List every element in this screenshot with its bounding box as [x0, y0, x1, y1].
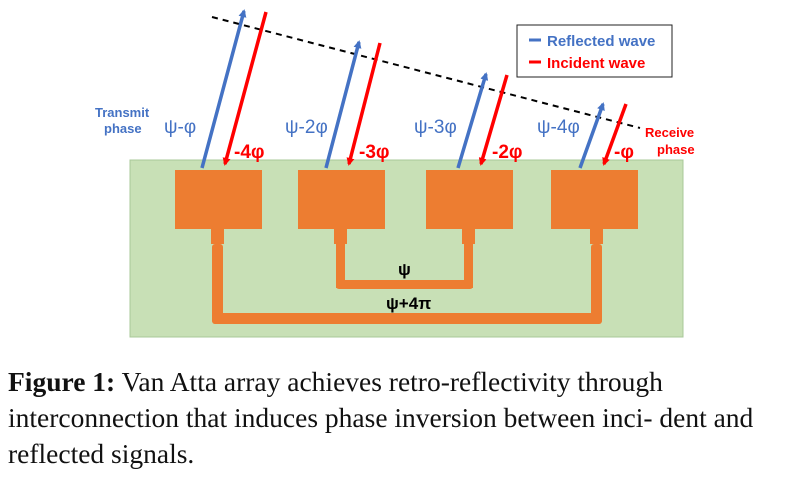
feed-stub-1	[211, 228, 224, 244]
transmit-label-line2: phase	[104, 121, 142, 136]
feed-stub-2	[334, 228, 347, 244]
transmit-label-line1: Transmit	[95, 105, 150, 120]
transmit-phase-1: ψ-φ	[164, 117, 196, 138]
outer-line-bottom	[212, 313, 602, 324]
van-atta-diagram: Reflected wave Incident wave Transmit ph…	[95, 9, 695, 338]
patch-antenna-4	[551, 170, 638, 229]
inner-line-right	[464, 244, 473, 288]
outer-line-right	[591, 244, 602, 324]
legend-reflected-label: Reflected wave	[547, 33, 655, 50]
legend-incident-label: Incident wave	[547, 55, 645, 72]
inner-line-bottom	[336, 280, 473, 289]
outer-line-left	[212, 244, 223, 324]
receive-phase-2: -3φ	[359, 142, 390, 163]
feed-stub-3	[462, 228, 475, 244]
transmit-phase-3: ψ-3φ	[414, 117, 457, 138]
caption-text: Van Atta array achieves retro-reflectivi…	[8, 366, 754, 469]
receive-phase-1: -4φ	[234, 142, 265, 163]
receive-label-line2: phase	[657, 142, 695, 157]
transmission-lines	[211, 228, 603, 324]
receive-phase-3: -2φ	[492, 142, 523, 163]
reflected-wave-arrow-2	[324, 40, 362, 169]
transmit-phase-4: ψ-4φ	[537, 117, 580, 138]
incident-wave-arrow-3	[478, 74, 509, 166]
legend-box	[516, 24, 673, 78]
outer-line-phase-label: ψ+4π	[386, 294, 431, 313]
inner-line-left	[336, 244, 345, 288]
transmit-phase-2: ψ-2φ	[285, 117, 328, 138]
phase-front-line	[211, 16, 641, 129]
incident-wave-arrow-1	[222, 11, 268, 166]
receive-label-line1: Receive	[645, 125, 694, 140]
reflected-wave-arrow-1	[200, 9, 247, 169]
patch-antenna-1	[175, 170, 262, 229]
inner-line-phase-label: ψ	[398, 260, 411, 279]
patch-antenna-3	[426, 170, 513, 229]
receive-phase-4: -φ	[614, 142, 634, 163]
incident-wave-arrow-4	[602, 103, 628, 166]
legend: Reflected wave Incident wave	[516, 24, 673, 78]
reflected-wave-arrow-3	[456, 72, 489, 169]
caption-figure-label: Figure 1:	[8, 366, 116, 397]
incident-wave-arrow-2	[346, 42, 382, 166]
reflected-wave-arrow-4	[578, 102, 605, 169]
feed-stub-4	[590, 228, 603, 244]
figure-caption: Figure 1: Van Atta array achieves retro-…	[8, 364, 798, 472]
patch-antenna-2	[298, 170, 385, 229]
